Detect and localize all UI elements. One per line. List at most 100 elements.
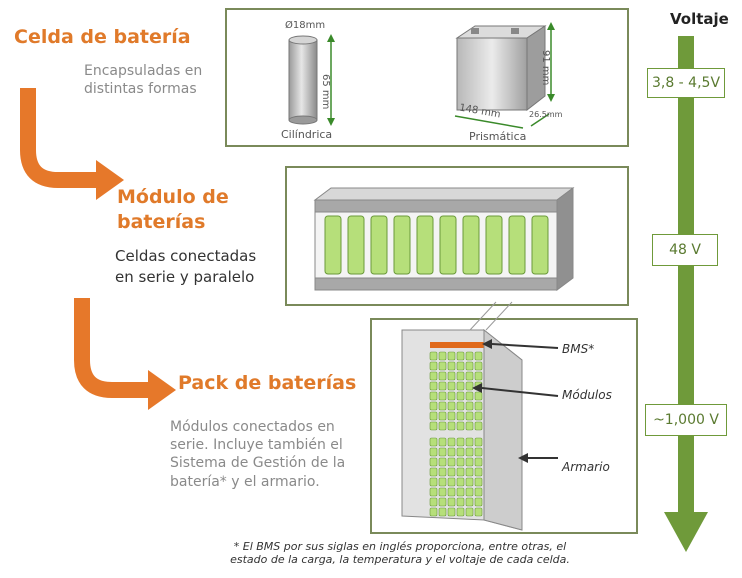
pack-cell [474, 467, 483, 477]
pack-cell [447, 371, 456, 381]
pack-cell [465, 371, 474, 381]
pack-cell [456, 361, 465, 371]
module-cell [416, 215, 434, 275]
pack-cell [447, 457, 456, 467]
pack-cell [456, 487, 465, 497]
pack-cell [465, 351, 474, 361]
pack-cell [474, 401, 483, 411]
pack-cell [429, 371, 438, 381]
pack-cell [447, 351, 456, 361]
pack-cell [438, 391, 447, 401]
pack-cell [429, 447, 438, 457]
pack-cell [429, 487, 438, 497]
voltage-title: Voltaje [670, 10, 729, 28]
pack-cell [474, 437, 483, 447]
arrow-head-2 [148, 370, 176, 410]
pack-cell [465, 361, 474, 371]
pack-cell [438, 381, 447, 391]
pack-cell [429, 381, 438, 391]
pack-cell [447, 421, 456, 431]
pack-cell [465, 507, 474, 517]
pack-cell [447, 497, 456, 507]
pack-cell [465, 401, 474, 411]
cylindrical-label: Cilíndrica [281, 128, 333, 141]
module-cell [531, 215, 549, 275]
pack-cell [438, 371, 447, 381]
footnote-line1: * El BMS por sus siglas en inglés propor… [233, 540, 567, 553]
pack-cell [456, 497, 465, 507]
pack-cell [456, 457, 465, 467]
module-desc-line2: en serie y paralelo [115, 268, 255, 286]
cell-title: Celda de batería [14, 26, 191, 48]
pack-cell [438, 457, 447, 467]
pack-cell [465, 467, 474, 477]
pack-cell [429, 421, 438, 431]
pack-cell [438, 507, 447, 517]
modules-label: Módulos [562, 388, 612, 402]
pack-cell [456, 371, 465, 381]
module-cell [462, 215, 480, 275]
pack-cell [465, 421, 474, 431]
pack-cell [465, 477, 474, 487]
module-cell [439, 215, 457, 275]
pack-cell [447, 467, 456, 477]
cabinet-label: Armario [562, 460, 610, 474]
pack-cell [456, 507, 465, 517]
pack-cell [429, 477, 438, 487]
pack-cell [447, 487, 456, 497]
pack-panel: BMS* Módulos Armario [370, 318, 638, 534]
bms-label: BMS* [562, 342, 595, 356]
prismatic-label: Prismática [469, 130, 527, 143]
pack-cell [474, 457, 483, 467]
pack-cell [474, 497, 483, 507]
arrow-module-to-pack [74, 298, 150, 398]
pack-cell [456, 381, 465, 391]
module-cell [393, 215, 411, 275]
pack-cell [474, 371, 483, 381]
pack-cell [474, 447, 483, 457]
pack-cell [465, 391, 474, 401]
pack-cell [429, 457, 438, 467]
module-desc-line1: Celdas conectadas [115, 247, 257, 265]
pack-cell [474, 411, 483, 421]
pack-cell [447, 477, 456, 487]
pack-cell [456, 411, 465, 421]
pack-cell [429, 497, 438, 507]
pack-cell [456, 477, 465, 487]
pack-cell [474, 507, 483, 517]
module-title-line1: Módulo de [117, 186, 229, 208]
module-cell [347, 215, 365, 275]
pack-cell [465, 457, 474, 467]
pack-cell [447, 401, 456, 411]
voltage-level-module: 48 V [652, 234, 718, 266]
pack-cell [438, 361, 447, 371]
module-panel [285, 166, 629, 306]
pack-cell [465, 447, 474, 457]
pack-cell [456, 421, 465, 431]
pack-cell [465, 437, 474, 447]
pack-cell [429, 437, 438, 447]
pack-cell [456, 391, 465, 401]
module-title-line2: baterías [117, 210, 206, 233]
cell-illustration [288, 22, 555, 129]
prismatic-cell-icon [454, 22, 555, 129]
pack-cell [438, 447, 447, 457]
pack-cell [465, 411, 474, 421]
pack-cell [429, 467, 438, 477]
module-cell [508, 215, 526, 275]
pack-cell [429, 361, 438, 371]
pack-cell [465, 497, 474, 507]
footnote-line2: estado de la carga, la temperatura y el … [230, 553, 570, 566]
pack-cell [429, 351, 438, 361]
pack-cell [429, 401, 438, 411]
cell-description: Encapsuladas en distintas formas [84, 63, 203, 98]
pack-cell [456, 437, 465, 447]
pack-cell [438, 487, 447, 497]
pack-description: Módulos conectados en serie. Incluye tam… [170, 419, 346, 490]
pack-cell [474, 391, 483, 401]
pack-illustration [401, 328, 559, 531]
pack-cell [474, 477, 483, 487]
pack-cell [456, 351, 465, 361]
